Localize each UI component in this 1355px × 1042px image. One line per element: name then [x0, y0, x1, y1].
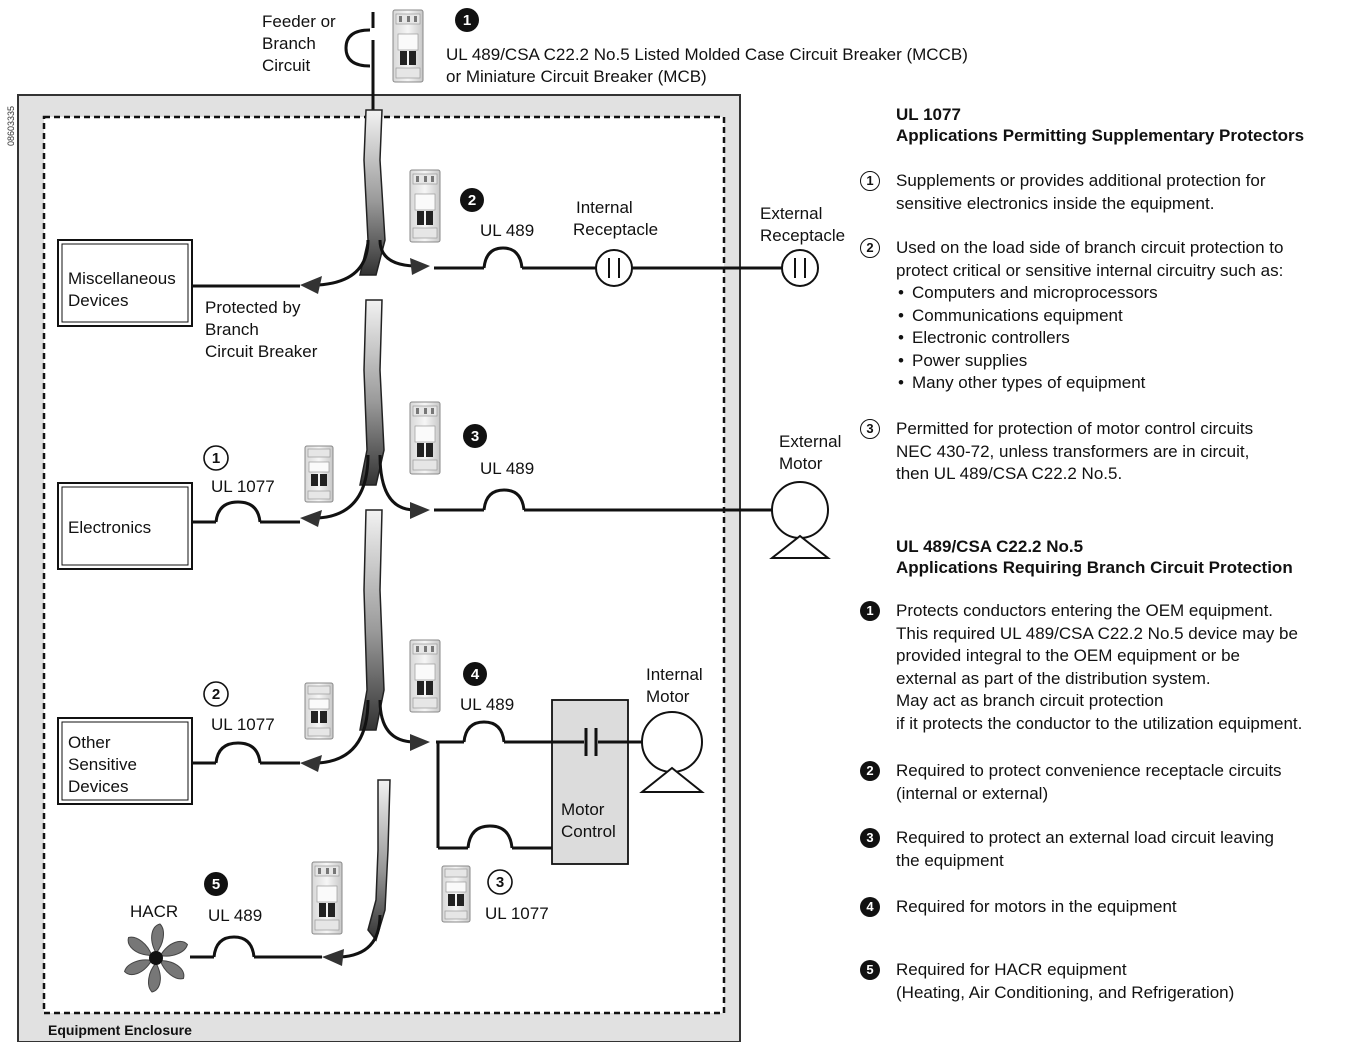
- svg-text:3: 3: [471, 428, 479, 445]
- ul1077-heading: UL 1077 Applications Permitting Suppleme…: [896, 105, 1305, 145]
- row3-ul489: UL 489: [460, 695, 514, 714]
- electronics-box: [57, 482, 193, 570]
- number-badge-icon: 1: [860, 601, 880, 621]
- row2-breaker-arc: [482, 488, 526, 511]
- row3-ul1077-label: UL 1077: [485, 904, 549, 923]
- row3-ul1077-mcb-icon: [441, 865, 471, 923]
- other-sensitive-box: [57, 717, 193, 805]
- internal-receptacle-icon: [595, 249, 633, 287]
- row2-ul489: UL 489: [480, 459, 534, 478]
- external-motor-icon: [771, 481, 829, 539]
- row2-mccb-icon: [409, 401, 441, 475]
- feeder-bracket: [344, 28, 371, 68]
- svg-text:2: 2: [468, 192, 476, 209]
- side-code: 08603335: [6, 106, 16, 146]
- svg-text:1: 1: [463, 12, 471, 29]
- svg-text:5: 5: [212, 876, 220, 893]
- number-badge-icon: 1: [860, 171, 880, 191]
- row1-mccb-icon: [409, 169, 441, 243]
- row1-breaker-arc: [482, 246, 524, 269]
- row4-mccb-icon: [311, 861, 343, 935]
- ul489-heading: UL 489/CSA C22.2 No.5 Applications Requi…: [896, 537, 1293, 577]
- badge-row3-3: [487, 869, 513, 895]
- top-mccb-icon: [392, 9, 424, 83]
- misc-devices-box: [57, 239, 193, 327]
- badge-top-1: [455, 8, 479, 32]
- badge-row3-4: [463, 662, 487, 686]
- internal-motor-icon: [641, 711, 703, 773]
- row1-ul489: UL 489: [480, 221, 534, 240]
- badge-row4-5: [204, 872, 228, 896]
- number-badge-icon: 3: [860, 828, 880, 848]
- row3-ul1077-arc: [214, 741, 262, 764]
- svg-text:3: 3: [496, 874, 504, 891]
- row2-ul1077: UL 1077: [211, 477, 275, 496]
- hacr-label: HACR: [130, 902, 178, 921]
- badge-row2-3: [463, 424, 487, 448]
- number-badge-icon: 5: [860, 960, 880, 980]
- row3-ul1077-branch-arc: [466, 824, 514, 849]
- badge-row2-1: [203, 445, 229, 471]
- number-badge-icon: 3: [860, 419, 880, 439]
- legend-panel: UL 1077 Applications Permitting Suppleme…: [860, 0, 1352, 1042]
- badge-row1-2: [460, 188, 484, 212]
- badge-row3-2: [203, 681, 229, 707]
- top-breaker-text: UL 489/CSA C22.2 No.5 Listed Molded Case…: [446, 45, 968, 86]
- branch-bolts: [300, 109, 430, 966]
- row4-ul489: UL 489: [208, 906, 262, 925]
- number-badge-icon: 4: [860, 897, 880, 917]
- row3-mccb-icon: [409, 639, 441, 713]
- external-receptacle-icon: [781, 249, 819, 287]
- row3-mcb-icon: [304, 682, 334, 740]
- fan-icon: [123, 923, 189, 993]
- row3-ul1077: UL 1077: [211, 715, 275, 734]
- enclosure-label: Equipment Enclosure: [48, 1022, 192, 1038]
- number-badge-icon: 2: [860, 238, 880, 258]
- motor-control-box: [551, 699, 629, 865]
- number-badge-icon: 2: [860, 761, 880, 781]
- svg-text:1: 1: [212, 450, 220, 467]
- row2-mcb-icon: [304, 445, 334, 503]
- row2-ul1077-arc: [214, 500, 262, 523]
- svg-text:2: 2: [212, 686, 220, 703]
- svg-text:4: 4: [471, 666, 480, 683]
- electronics-label: Electronics: [68, 518, 151, 537]
- row3-breaker-arc: [462, 720, 506, 743]
- row4-breaker-arc: [212, 935, 256, 958]
